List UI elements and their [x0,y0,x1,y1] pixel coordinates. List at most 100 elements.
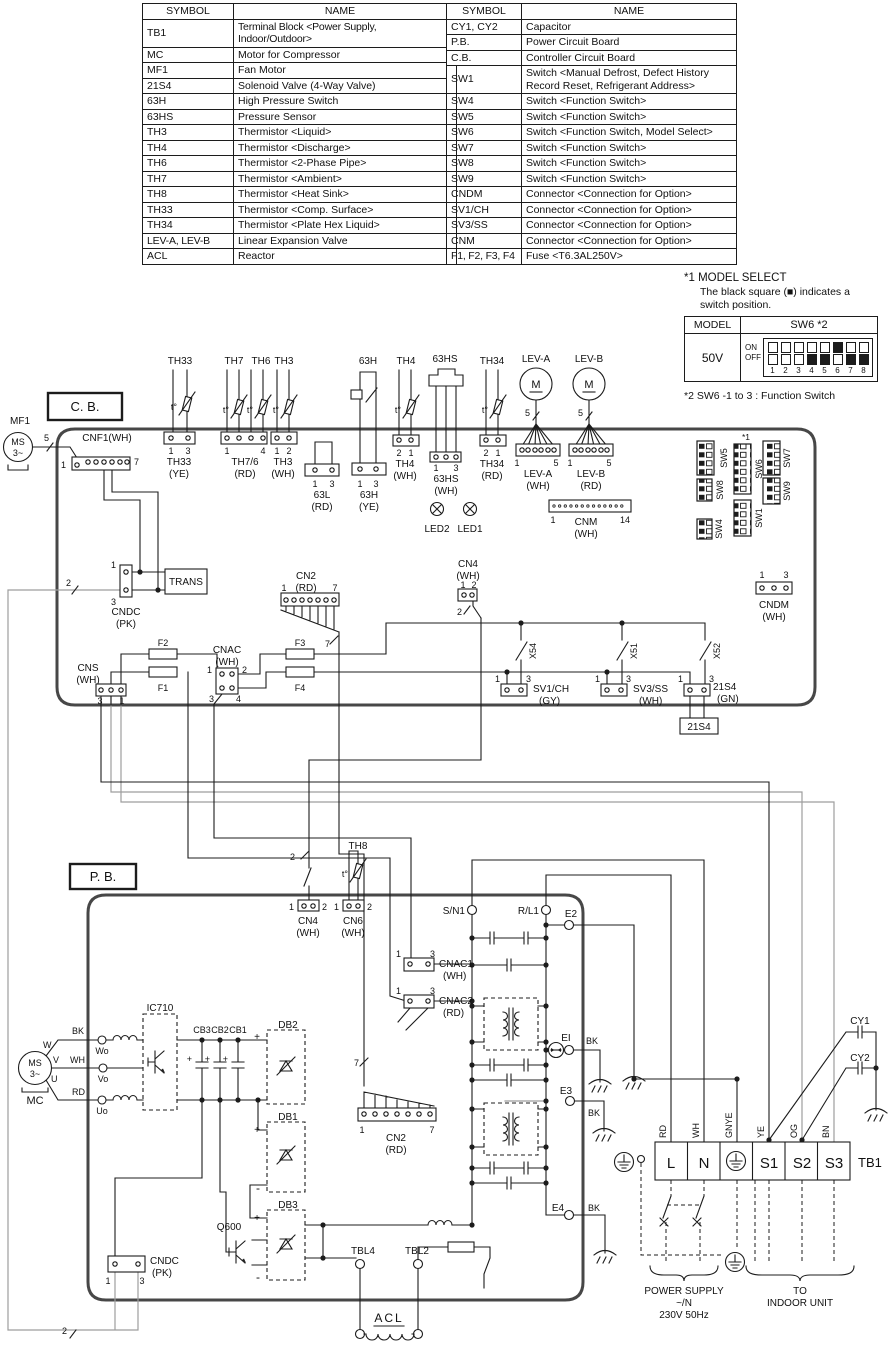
legend-symbol-cell: 21S4 [142,77,234,94]
rd-label: RD [72,1087,85,1097]
l63-color: (RD) [311,502,332,513]
cnac-label: CNAC [213,645,241,656]
legend-symbol-cell: SV3/SS [446,217,522,234]
bk-label: BK [588,1203,600,1213]
th33-title: TH33 [168,356,193,367]
indoor-unit-brace [745,1265,855,1282]
legend-row: TH6 Thermistor <2-Phase Pipe> [142,155,447,172]
legend-name-cell: Terminal Block <Power Supply, Indoor/Out… [233,18,447,48]
gray-wires [7,589,835,1331]
model-select-note: The black square (■) indicates a [700,286,850,298]
connector-cn2-pb: 7 1 7 CN2 (RD) [354,1058,437,1156]
indoor-unit-line2: INDOOR UNIT [767,1298,833,1309]
e2-label: E2 [565,909,578,920]
legend-row: ACL Reactor [142,248,447,265]
pin-7: 7 [332,583,337,593]
pin-1: 1 [207,665,212,675]
cb2-label: CB2 [211,1025,229,1035]
legend-row: TH4 Thermistor <Discharge> [142,139,447,156]
pin-1: 1 [224,446,229,456]
f2-label: F2 [158,638,169,648]
indoor-unit-line1: TO [793,1286,807,1297]
x54-label: X54 [528,643,538,659]
legend-row: SW7 Switch <Function Switch> [446,139,737,156]
pin-1: 1 [550,515,555,525]
plus-sign: + [205,1054,210,1064]
dip-switch-5: 5 [819,342,830,375]
pin-5: 5 [606,458,611,468]
levb-color: (RD) [580,481,601,492]
db3-label: DB3 [278,1200,298,1211]
dip-switch-3: 3 [793,342,804,375]
pin-5: 5 [553,458,558,468]
earth-terminals: EI BK E3 BK E4 BK [547,1033,888,1264]
thermistor-th3: TH3 t° 1 2 TH3 (WH) [270,356,298,480]
cn2-pb-color: (RD) [385,1145,406,1156]
pin-3: 3 [430,986,435,996]
h63-color: (YE) [359,502,379,513]
pin-2: 2 [483,448,488,458]
cn2-color: (RD) [295,583,316,594]
pin-7: 7 [429,1125,434,1135]
cn2-label: CN2 [296,571,316,582]
legend-row: SV3/SS Connector <Connection for Option> [446,217,737,234]
leva-label: LEV-A [524,469,553,480]
legend-name-cell: High Pressure Switch [233,93,447,110]
cn4-color: (WH) [456,571,479,582]
pin-1: 1 [408,448,413,458]
sw7-label: SW7 [782,448,792,468]
f1-label: F1 [158,683,169,693]
connector-cnac2: 1 3 CNAC2 (RD) [396,986,473,1019]
legend-name-cell: Controller Circuit Board [521,49,737,66]
pin-3: 3 [626,674,631,684]
th34-title: TH34 [480,356,505,367]
cnac1-label: CNAC1 [439,959,473,970]
legend-name-cell: Connector <Connection for Option> [521,217,737,234]
thermistor-th8: TH8 t° [342,841,368,883]
sw6-label: SW6 [754,459,764,479]
th34-color: (RD) [481,471,502,482]
pin-3: 3 [185,446,190,456]
pin-4: 4 [236,694,241,704]
tbl4-label: TBL4 [351,1246,375,1257]
diode-bridge-db3: DB3 + - Q600 [217,1200,453,1284]
trans-label: TRANS [169,577,203,588]
legend-name-cell: Fuse <T6.3AL250V> [521,248,737,265]
legend-name-cell: Thermistor <Plate Hex Liquid> [233,217,447,234]
legend-name-cell: Switch <Function Switch> [521,139,737,156]
pb-title-box: P. B. [68,862,138,891]
pin-3: 3 [329,479,334,489]
thermistor-th33: TH33 t° 1 3 TH33 (YE) [163,356,196,480]
th3-color: (WH) [271,469,294,480]
power-supply-line2: ~/N [676,1298,692,1309]
reactor-acl: ACL [354,1311,424,1341]
connector-63l: 1 3 63L (RD) [304,463,340,513]
e1-label: EI [561,1033,570,1044]
legend-symbol-cell: TH8 [142,186,234,203]
connector-sv1ch: 1 3 SV1/CH (GY) [495,674,569,707]
cb-title: C. B. [71,399,100,414]
u-label: U [51,1074,58,1084]
pin-3: 3 [430,949,435,959]
cn4-pb-label: CN4 [298,916,318,927]
wire-count-7: 7 [325,639,330,649]
pin-1: 1 [433,463,438,473]
x52-label: X52 [712,643,722,659]
pin-3: 3 [453,463,458,473]
pin-1: 1 [759,570,764,580]
legend-table-right: SYMBOL NAME CY1, CY2 Capacitor P.B. Powe… [446,3,737,265]
on-off-labels: ON OFF [745,343,761,363]
cns-color: (WH) [76,675,99,686]
l63-label: 63L [314,490,331,501]
pin-1: 1 [312,479,317,489]
tdeg: t° [247,405,254,415]
cn2-pb-label: CN2 [386,1133,406,1144]
levb-label: LEV-B [577,469,606,480]
legend-symbol-cell: CNDM [446,186,522,203]
tdeg: t° [482,405,489,415]
s21-label: 21S4 [713,682,737,693]
plus-sign: + [223,1054,228,1064]
uo-label: Uo [96,1106,108,1116]
